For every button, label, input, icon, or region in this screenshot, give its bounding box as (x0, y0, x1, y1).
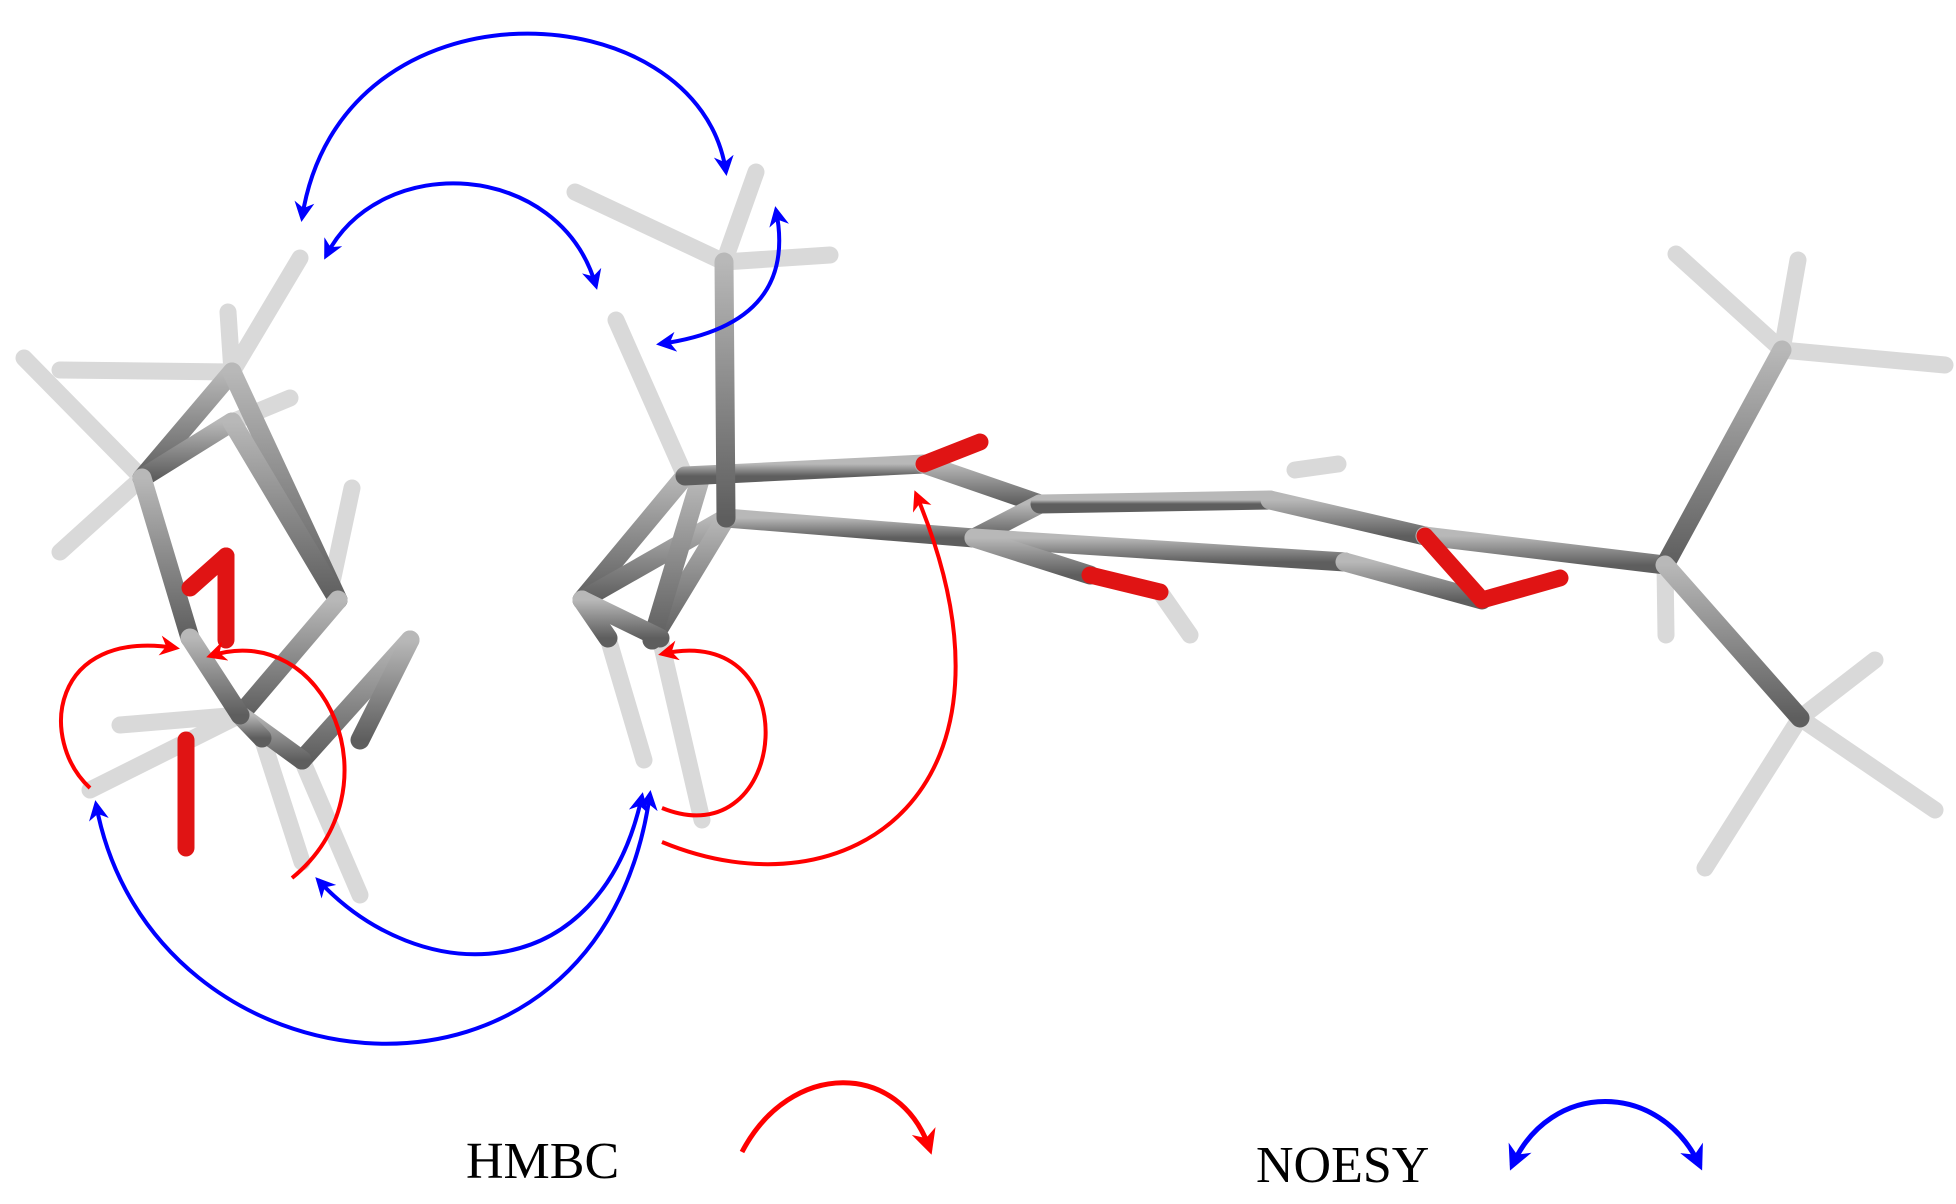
hmbc-legend-arrow (739, 1080, 936, 1155)
hmbc-arrows (59, 490, 958, 880)
noesy-arrow-2 (324, 181, 602, 290)
noesy-arrow-3 (656, 206, 789, 352)
oxygen-bonds (177, 433, 1569, 857)
noesy-arrow-5 (89, 790, 658, 1046)
hmbc-arrow-3 (658, 640, 768, 818)
noesy-arrow-4 (315, 792, 649, 957)
carbon-bonds (132, 252, 1810, 770)
hmbc-arrow-1 (59, 635, 180, 790)
hmbc-legend-label: HMBC (466, 1133, 620, 1190)
noesy-legend-arrow (1508, 1099, 1703, 1171)
noesy-legend-label: NOESY (1256, 1137, 1430, 1194)
noesy-arrow-1 (294, 31, 734, 222)
hmbc-arrow-4 (661, 490, 958, 867)
noesy-arrows (89, 31, 789, 1046)
hydrogen-bonds (15, 163, 1954, 904)
